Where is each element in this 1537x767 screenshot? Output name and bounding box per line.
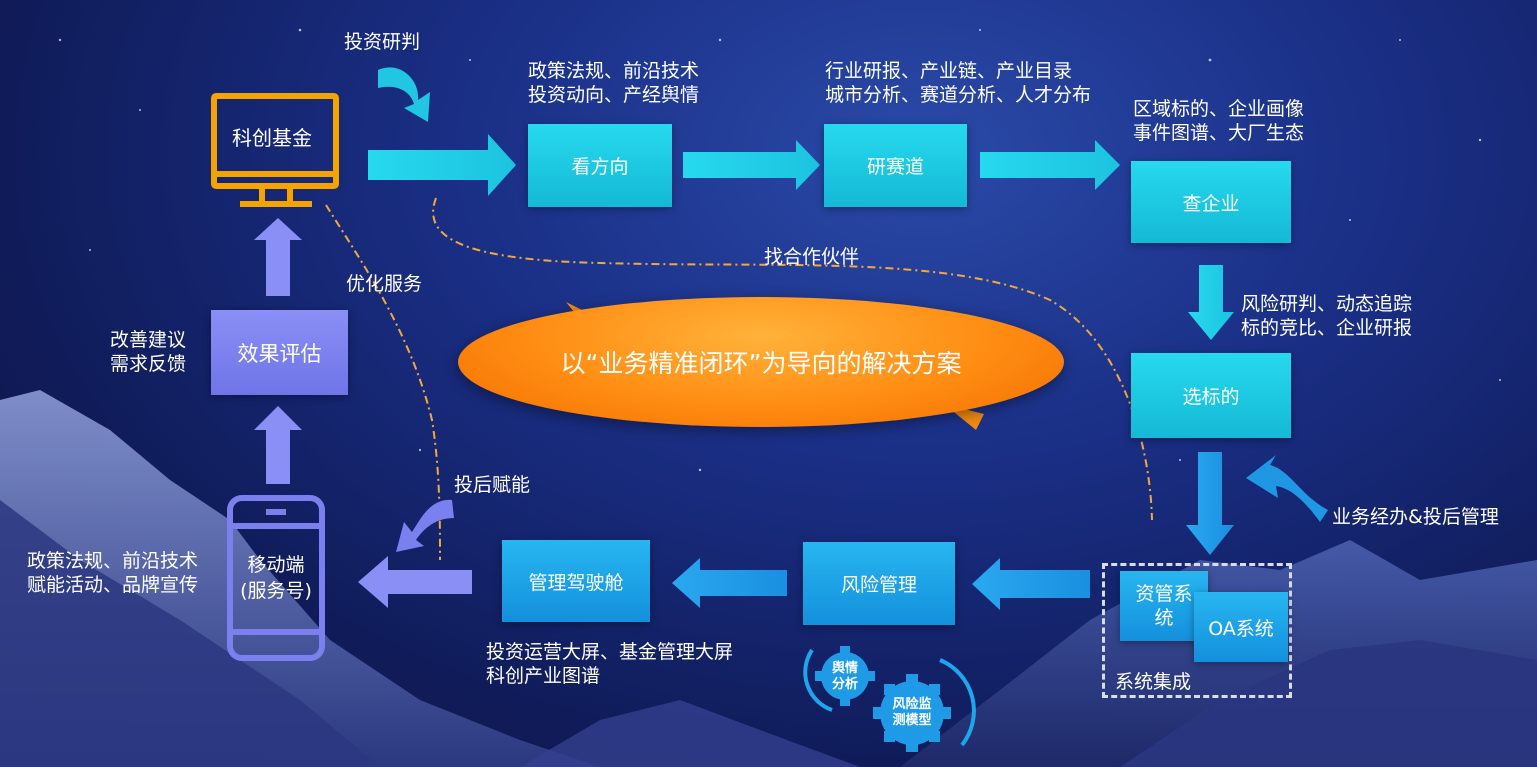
track-desc-line2: 城市分析、赛道分析、人才分布 — [825, 84, 1092, 106]
asset-system-line1: 资管系 — [1135, 583, 1193, 605]
asset-system-line2: 统 — [1154, 607, 1174, 629]
risk-label: 风险管理 — [840, 574, 917, 596]
cockpit-desc: 投资运营大屏、基金管理大屏 科创产业图谱 — [486, 640, 733, 688]
evaluation-label: 效果评估 — [237, 341, 322, 366]
track-desc-line1: 行业研报、产业链、产业目录 — [825, 60, 1073, 82]
direction-label: 看方向 — [571, 156, 629, 178]
mobile-line2: (服务号) — [240, 580, 312, 602]
enterprise-desc-line1: 区域标的、企业画像 — [1133, 98, 1305, 120]
track-box[interactable]: 研赛道 — [824, 124, 967, 207]
center-slogan-text: 以“业务精准闭环”为导向的解决方案 — [560, 349, 962, 378]
gear-icon — [803, 646, 976, 752]
target-desc-line1: 风险研判、动态追踪 — [1241, 293, 1413, 315]
system-integration-frame — [1102, 563, 1292, 698]
center-slogan: 以“业务精准闭环”为导向的解决方案 — [458, 297, 1064, 427]
track-desc: 行业研报、产业链、产业目录 城市分析、赛道分析、人才分布 — [825, 59, 1091, 107]
gear1-text: 舆情 分析 — [826, 661, 864, 693]
curved-arrow-icon — [378, 67, 430, 122]
enterprise-desc-line2: 事件图谱、大厂生态 — [1133, 122, 1305, 144]
gear2-text: 风险监 测模型 — [884, 697, 940, 729]
evaluation-box[interactable]: 效果评估 — [211, 310, 348, 395]
flow-arrows — [368, 134, 1234, 340]
mobile-desc: 政策法规、前沿技术 赋能活动、品牌宣传 — [27, 549, 198, 597]
direction-box[interactable]: 看方向 — [528, 124, 672, 207]
mobile-desc-line1: 政策法规、前沿技术 — [27, 550, 199, 572]
direction-desc-line1: 政策法规、前沿技术 — [528, 60, 700, 82]
post-invest-label: 投后赋能 — [454, 474, 531, 496]
gear2-line2: 测模型 — [892, 713, 932, 728]
mobile-line1: 移动端 — [247, 554, 305, 576]
target-desc: 风险研判、动态追踪 标的竞比、企业研报 — [1241, 292, 1412, 340]
fund-label: 科创基金 — [232, 126, 312, 150]
cockpit-label: 管理驾驶舱 — [528, 571, 624, 594]
target-label: 选标的 — [1182, 386, 1240, 408]
mobile-desc-line2: 赋能活动、品牌宣传 — [27, 574, 199, 596]
optimize-label: 优化服务 — [346, 273, 423, 295]
cockpit-box[interactable]: 管理驾驶舱 — [502, 540, 650, 622]
stars — [58, 28, 1501, 472]
enterprise-desc: 区域标的、企业画像 事件图谱、大厂生态 — [1133, 97, 1304, 145]
direction-desc-line2: 投资动向、产经舆情 — [528, 84, 700, 106]
oa-system-label: OA系统 — [1208, 617, 1274, 640]
direction-desc: 政策法规、前沿技术 投资动向、产经舆情 — [528, 59, 699, 107]
monitor-icon — [211, 93, 339, 207]
partner-label: 找合作伙伴 — [764, 246, 860, 268]
mobile-label: 移动端 (服务号) — [234, 552, 318, 604]
gear1-line1: 舆情 — [831, 661, 858, 676]
track-label: 研赛道 — [866, 156, 924, 178]
enterprise-box[interactable]: 查企业 — [1131, 161, 1291, 243]
gear2-line1: 风险监 — [892, 697, 932, 712]
system-integration-label: 系统集成 — [1115, 671, 1192, 693]
risk-box[interactable]: 风险管理 — [803, 542, 955, 625]
gear1-line2: 分析 — [831, 677, 858, 692]
cockpit-desc-line2: 科创产业图谱 — [486, 665, 601, 687]
asset-system-box[interactable]: 资管系 统 — [1120, 571, 1208, 641]
target-desc-line2: 标的竞比、企业研报 — [1241, 317, 1413, 339]
eval-desc: 改善建议 需求反馈 — [110, 328, 186, 376]
eval-desc-line1: 改善建议 — [110, 329, 187, 351]
eval-desc-line2: 需求反馈 — [110, 353, 187, 375]
target-box[interactable]: 选标的 — [1131, 353, 1291, 438]
invest-judge-label: 投资研判 — [344, 31, 421, 53]
cockpit-desc-line1: 投资运营大屏、基金管理大屏 — [486, 641, 734, 663]
phone-icon — [227, 495, 325, 661]
oa-system-box[interactable]: OA系统 — [1194, 592, 1288, 662]
biz-manage-label: 业务经办&投后管理 — [1332, 506, 1499, 528]
enterprise-label: 查企业 — [1182, 192, 1240, 215]
